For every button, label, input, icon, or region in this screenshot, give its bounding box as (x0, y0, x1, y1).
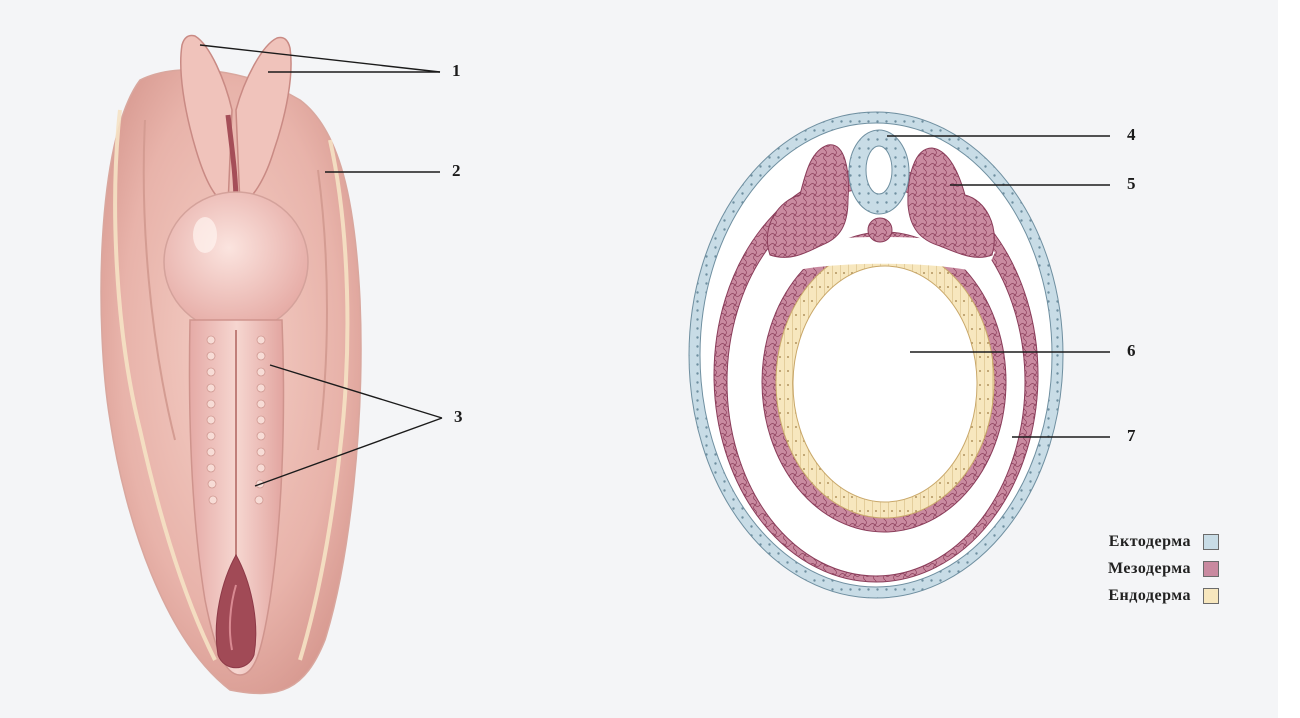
legend: Ектодерма Мезодерма Ендодерма (1108, 528, 1219, 609)
page-edge (1278, 0, 1300, 718)
legend-item-mesoderm: Мезодерма (1108, 555, 1219, 582)
label-6: 6 (1127, 341, 1136, 361)
label-7: 7 (1127, 426, 1136, 446)
label-3: 3 (454, 407, 463, 427)
legend-label: Ектодерма (1109, 533, 1191, 551)
legend-label: Ендодерма (1108, 587, 1191, 605)
label-5: 5 (1127, 174, 1136, 194)
legend-swatch-mesoderm (1203, 561, 1219, 577)
label-2: 2 (452, 161, 461, 181)
legend-swatch-endoderm (1203, 588, 1219, 604)
notochord (868, 218, 892, 242)
legend-label: Мезодерма (1108, 560, 1191, 578)
label-1: 1 (452, 61, 461, 81)
legend-item-ectoderm: Ектодерма (1108, 528, 1219, 555)
legend-item-endoderm: Ендодерма (1108, 582, 1219, 609)
legend-swatch-ectoderm (1203, 534, 1219, 550)
gut-cavity (793, 266, 977, 502)
label-4: 4 (1127, 125, 1136, 145)
